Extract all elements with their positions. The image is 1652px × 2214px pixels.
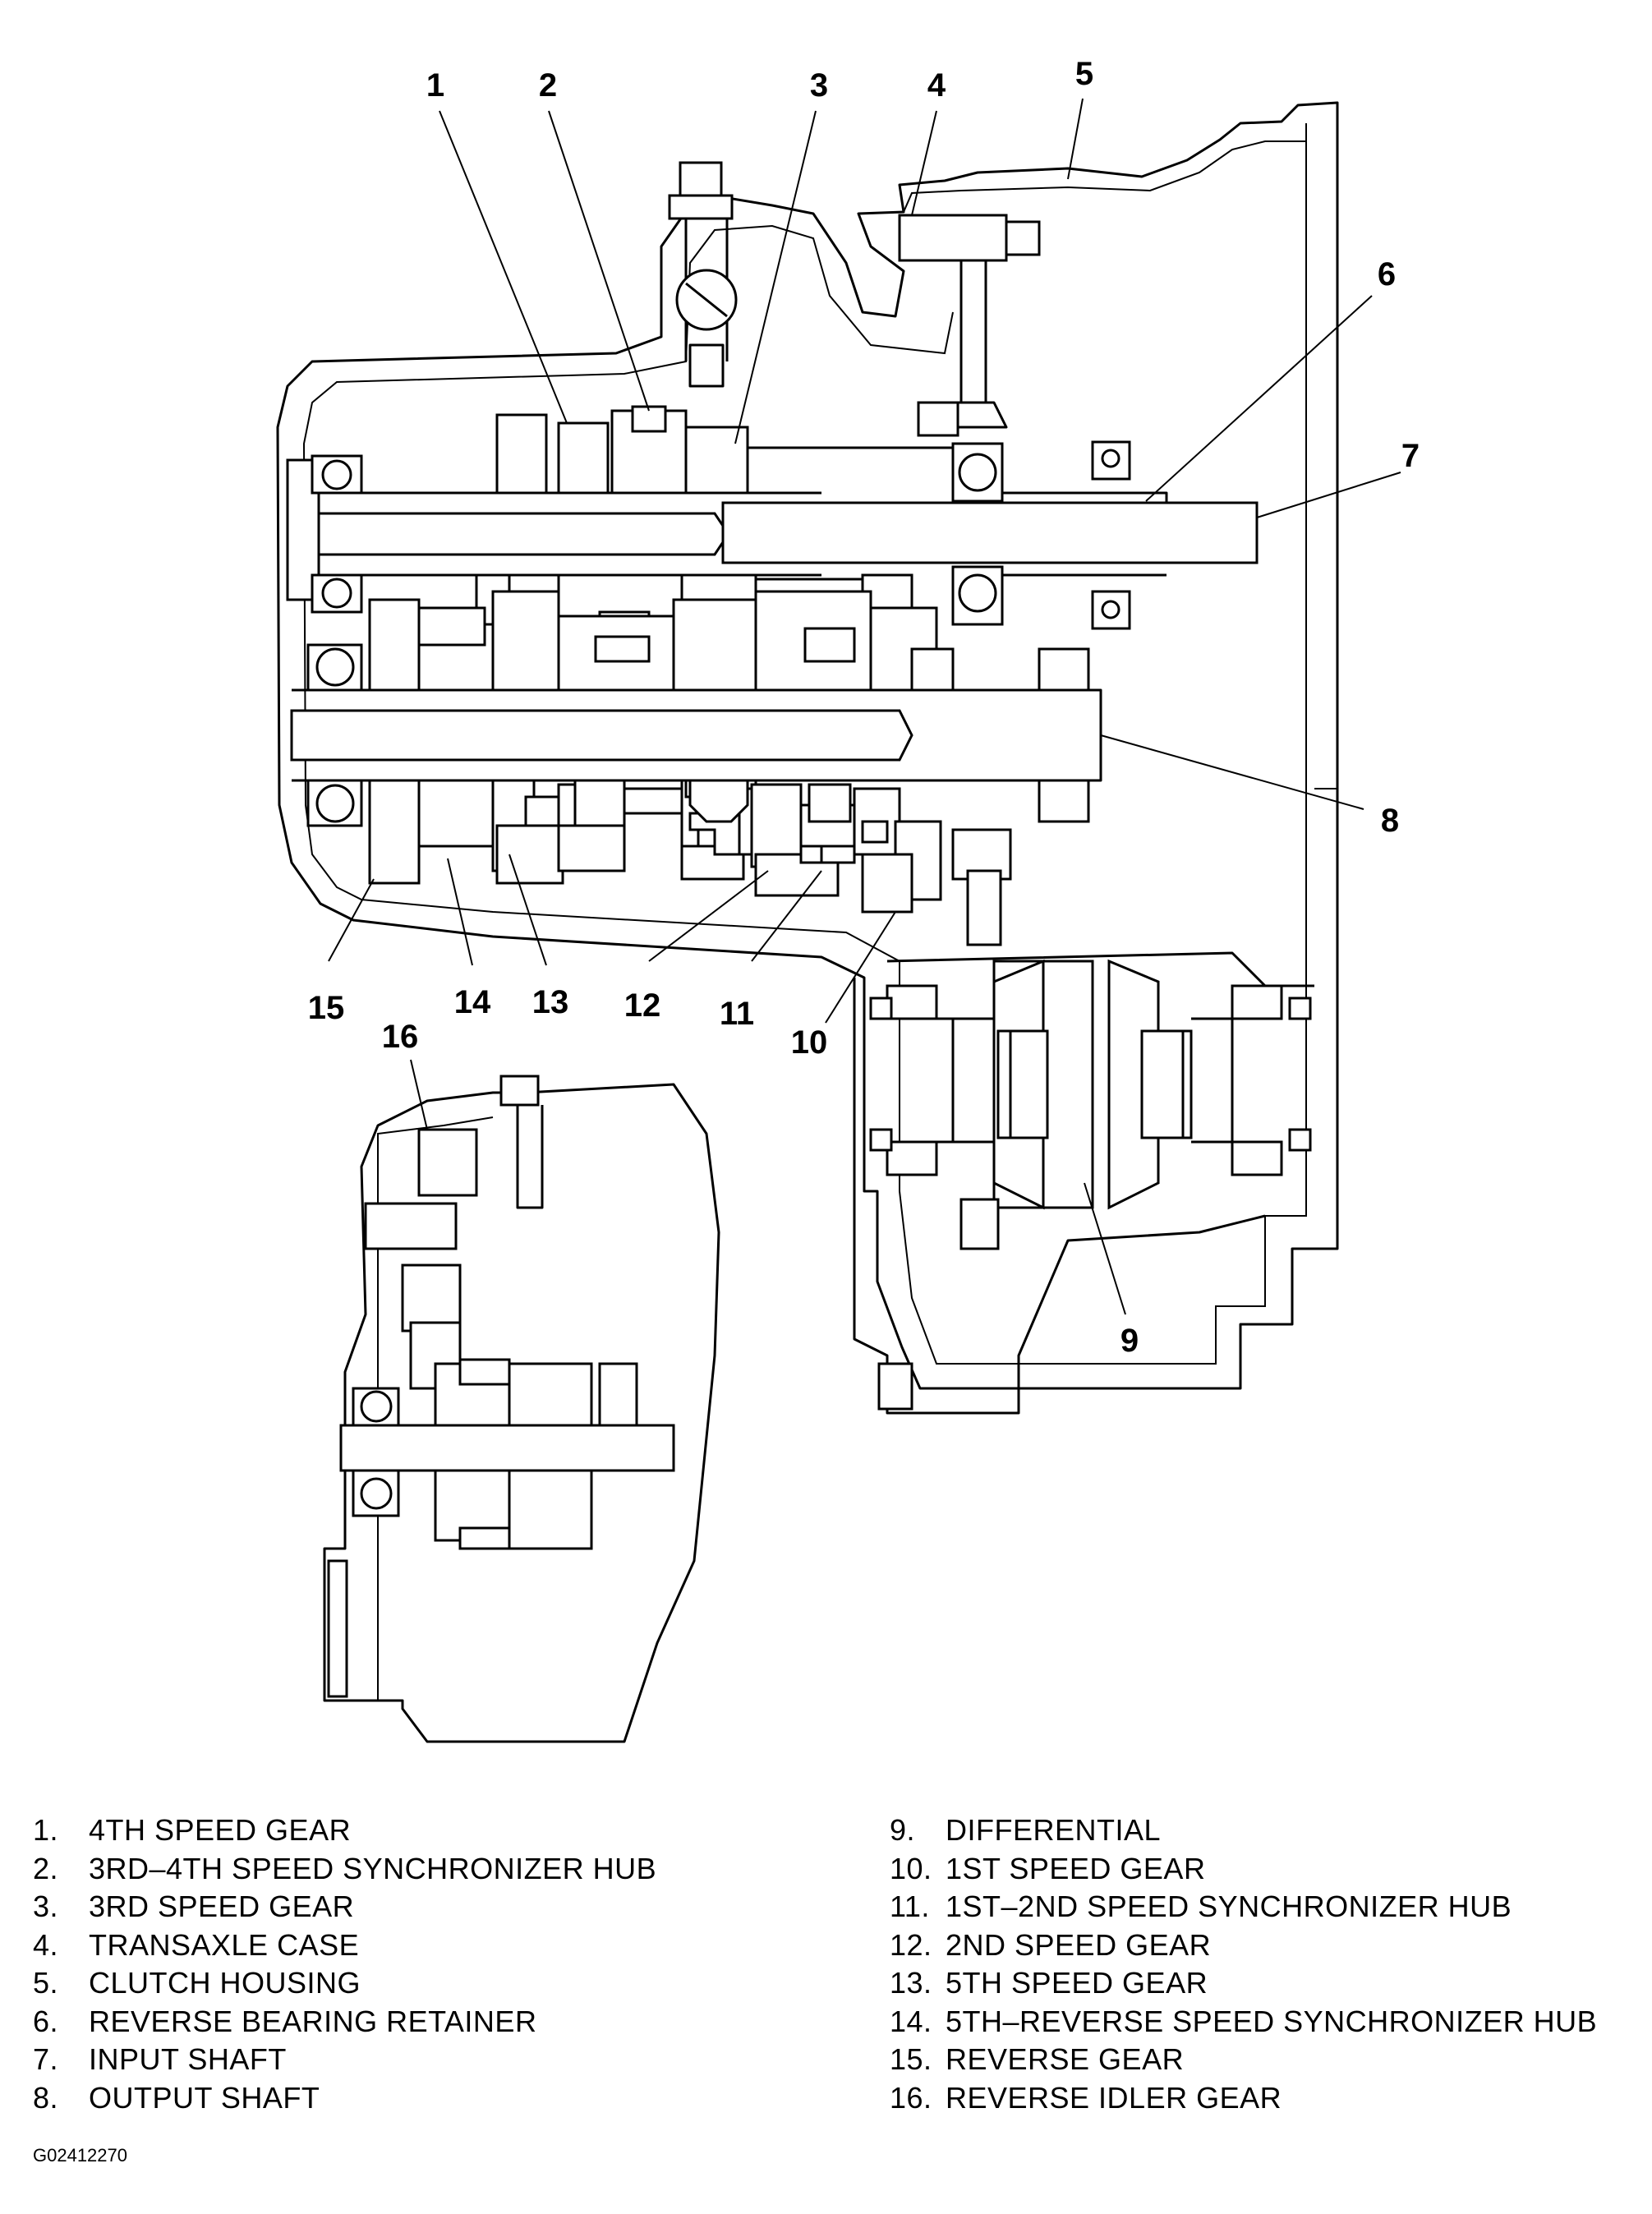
legend-item: 8. OUTPUT SHAFT (33, 2079, 656, 2118)
legend-text: 1ST SPEED GEAR (946, 1851, 1206, 1885)
legend-item: 13. 5TH SPEED GEAR (890, 1964, 1597, 2003)
legend-item: 5. CLUTCH HOUSING (33, 1964, 656, 2003)
legend-number: 2. (33, 1851, 59, 1885)
legend-right-column: 9. DIFFERENTIAL 10. 1ST SPEED GEAR 11. 1ST–… (890, 1811, 1597, 2117)
output-shaft-gears (368, 598, 1012, 946)
legend-number: 6. (33, 2004, 59, 2038)
legend-text: 4TH SPEED GEAR (89, 1813, 352, 1847)
legend-text: 2ND SPEED GEAR (946, 1927, 1212, 1962)
shift-tower (668, 161, 738, 388)
legend-number: 15. (890, 2042, 932, 2076)
legend-text: 1ST–2ND SPEED SYNCHRONIZER HUB (946, 1889, 1512, 1923)
figure-code: G02412270 (33, 2145, 127, 2166)
callout-15: 15 (308, 990, 345, 1026)
callout-12: 12 (624, 987, 661, 1024)
legend-text: REVERSE GEAR (946, 2042, 1185, 2076)
callout-5: 5 (1075, 56, 1093, 92)
legend-text: 5TH SPEED GEAR (946, 1966, 1208, 2000)
leader-lines (328, 98, 1401, 1315)
legend-number: 1. (33, 1813, 59, 1847)
callout-3: 3 (810, 67, 828, 104)
legend-item: 15. REVERSE GEAR (890, 2041, 1597, 2079)
transaxle-case-tower (898, 214, 1041, 437)
transaxle-housing (276, 101, 1339, 1390)
legend-number: 3. (33, 1889, 59, 1923)
legend-text: TRANSAXLE CASE (89, 1927, 360, 1962)
legend-text: INPUT SHAFT (89, 2042, 287, 2076)
legend-number: 13. (890, 1966, 932, 2000)
callout-labels: 1 2 3 4 5 6 7 8 9 10 11 12 13 14 15 16 (308, 56, 1420, 1359)
output-shaft-upper-gears (417, 590, 955, 692)
legend-number: 11. (890, 1889, 930, 1923)
legend-text: 5TH–REVERSE SPEED SYNCHRONIZER HUB (946, 2004, 1598, 2038)
legend-number: 10. (890, 1851, 932, 1885)
legend-item: 10. 1ST SPEED GEAR (890, 1850, 1597, 1889)
transaxle-cross-section-diagram: 1 2 3 4 5 6 7 8 9 10 11 12 13 14 15 16 (276, 56, 1420, 1743)
legend-text: CLUTCH HOUSING (89, 1966, 361, 2000)
differential (853, 951, 1314, 1415)
output-shaft (290, 643, 1102, 827)
legend-item: 11. 1ST–2ND SPEED SYNCHRONIZER HUB (890, 1888, 1597, 1926)
legend-item: 9. DIFFERENTIAL (890, 1811, 1597, 1850)
legend-text: 3RD SPEED GEAR (89, 1889, 355, 1923)
legend-number: 8. (33, 2080, 59, 2115)
legend-number: 12. (890, 1927, 932, 1962)
callout-8: 8 (1381, 803, 1399, 839)
legend-item: 1. 4TH SPEED GEAR (33, 1811, 656, 1850)
legend-number: 16. (890, 2080, 932, 2115)
callout-6: 6 (1378, 256, 1396, 292)
legend-item: 4. TRANSAXLE CASE (33, 1926, 656, 1965)
legend-text: DIFFERENTIAL (946, 1813, 1162, 1847)
callout-9: 9 (1121, 1323, 1139, 1359)
legend-number: 14. (890, 2004, 932, 2038)
callout-1: 1 (426, 67, 444, 104)
legend-item: 7. INPUT SHAFT (33, 2041, 656, 2079)
callout-4: 4 (927, 67, 946, 104)
legend-text: 3RD–4TH SPEED SYNCHRONIZER HUB (89, 1851, 657, 1885)
legend-item: 16. REVERSE IDLER GEAR (890, 2079, 1597, 2118)
callout-14: 14 (454, 984, 491, 1020)
legend-item: 6. REVERSE BEARING RETAINER (33, 2003, 656, 2041)
callout-16: 16 (382, 1019, 419, 1055)
callout-13: 13 (532, 984, 569, 1020)
callout-10: 10 (791, 1024, 828, 1061)
legend-item: 2. 3RD–4TH SPEED SYNCHRONIZER HUB (33, 1850, 656, 1889)
legend-item: 14. 5TH–REVERSE SPEED SYNCHRONIZER HUB (890, 2003, 1597, 2041)
legend-text: REVERSE IDLER GEAR (946, 2080, 1282, 2115)
legend-number: 5. (33, 1966, 59, 2000)
callout-2: 2 (539, 67, 557, 104)
legend-number: 4. (33, 1927, 59, 1962)
legend-text: REVERSE BEARING RETAINER (89, 2004, 537, 2038)
reverse-idler-inset (323, 1075, 720, 1743)
legend-text: OUTPUT SHAFT (89, 2080, 320, 2115)
legend-item: 3. 3RD SPEED GEAR (33, 1888, 656, 1926)
callout-11: 11 (720, 996, 754, 1032)
legend-left-column: 1. 4TH SPEED GEAR 2. 3RD–4TH SPEED SYNCHRO… (33, 1811, 656, 2117)
legend-item: 12. 2ND SPEED GEAR (890, 1926, 1597, 1965)
legend-number: 9. (890, 1813, 916, 1847)
callout-7: 7 (1401, 438, 1420, 474)
legend-number: 7. (33, 2042, 59, 2076)
